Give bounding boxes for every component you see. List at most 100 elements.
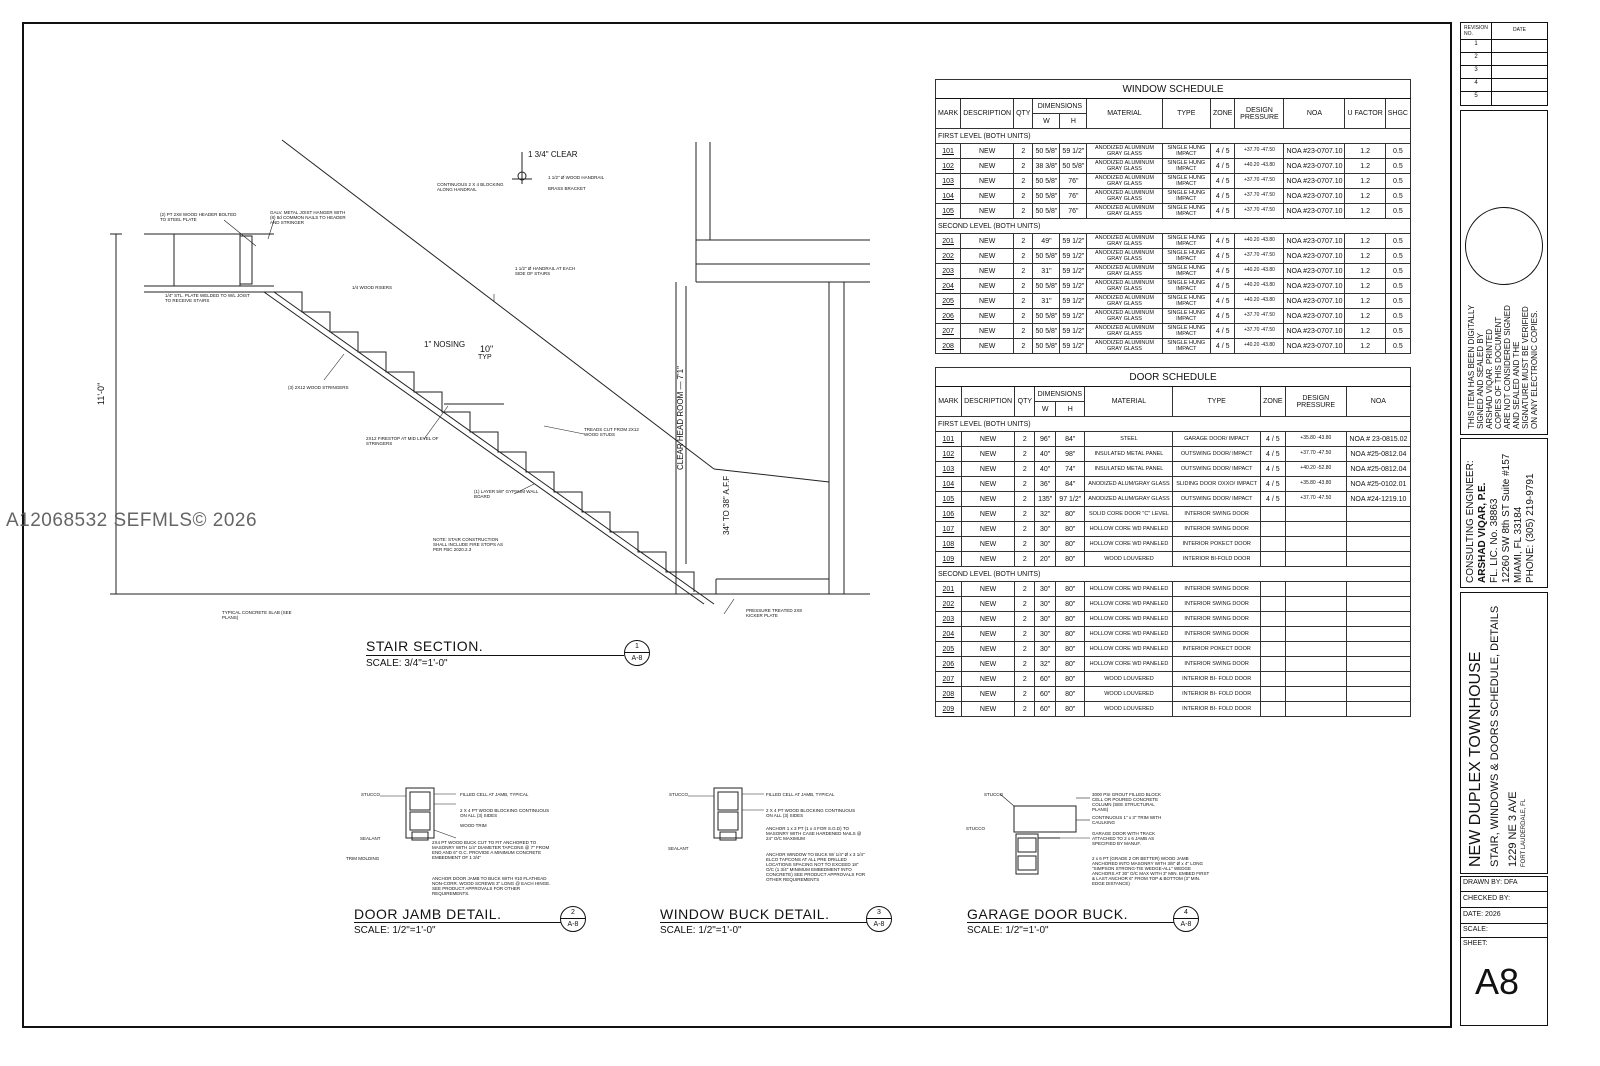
cell-mark: 202 <box>935 596 962 612</box>
cell-desc: NEW <box>960 248 1015 264</box>
col-header: DIMENSIONS <box>1032 98 1088 114</box>
tread-dimension: 10" <box>480 344 494 354</box>
cell-w: 36" <box>1034 476 1057 492</box>
cell-type: OUTSWING DOOR/ IMPACT <box>1172 491 1261 507</box>
col-header: SHGC <box>1384 98 1412 129</box>
cell-dp: +35.80 -43.80 <box>1284 431 1347 447</box>
cell-noa: NOA #23-0707.10 <box>1283 188 1346 204</box>
col-header: DESIGN PRESSURE <box>1234 98 1285 129</box>
cell-w: 20" <box>1034 551 1057 567</box>
cell-type: SINGLE HUNG IMPACT <box>1161 173 1211 189</box>
cell-dp: +40.20 -43.80 <box>1234 293 1285 309</box>
cell-h: 80" <box>1055 536 1086 552</box>
stair-note: PRESSURE TREATED 2X8 KICKER PLATE <box>746 608 802 618</box>
cell-type: INTERIOR SWING DOOR <box>1172 611 1261 627</box>
cell-mat: HOLLOW CORE WD PANELED <box>1084 656 1174 672</box>
nosing-label: 1" NOSING <box>424 340 466 349</box>
cell-noa <box>1345 611 1412 627</box>
cell-noa: NOA #25-0812.04 <box>1345 446 1412 462</box>
cell-qty: 2 <box>1014 641 1036 657</box>
cell-desc: NEW <box>960 611 1016 627</box>
cell-mat: HOLLOW CORE WD PANELED <box>1084 581 1174 597</box>
revision-row-divider <box>1461 78 1547 79</box>
cell-w: 32" <box>1034 656 1057 672</box>
cell-qty: 2 <box>1013 308 1034 324</box>
level-heading: FIRST LEVEL (BOTH UNITS) <box>935 128 1411 144</box>
cell-mat: ANODIZED ALUMINUM GRAY GLASS <box>1086 278 1163 294</box>
cell-shgc: 0.5 <box>1384 308 1412 324</box>
cell-type: SINGLE HUNG IMPACT <box>1161 233 1211 249</box>
detail-note: ANCHOR 1 x 3 PT (1 x 4 FOR S.G.D) TO MAS… <box>766 826 862 841</box>
cell-h: 50 5/8" <box>1059 158 1088 174</box>
cell-mark: 107 <box>935 521 962 537</box>
cell-h: 59 1/2" <box>1059 248 1088 264</box>
col-header: DIMENSIONS <box>1034 386 1086 402</box>
cell-h: 80" <box>1055 521 1086 537</box>
detail-note: 2X4 PT WOOD BUCK CUT TO FIT ANCHORED TO … <box>432 840 550 860</box>
cell-w: 30" <box>1034 641 1057 657</box>
cell-dp <box>1284 701 1347 717</box>
cell-type: INTERIOR SWING DOOR <box>1172 626 1261 642</box>
detail-note: GARAGE DOOR WITH TRACK ATTACHED TO 2 x 6… <box>1092 831 1156 846</box>
cell-type: INTERIOR SWING DOOR <box>1172 581 1261 597</box>
cell-mark: 203 <box>935 611 962 627</box>
cell-zone <box>1259 686 1286 702</box>
cell-mark: 104 <box>934 188 962 204</box>
mls-watermark: A12068532 SEFMLS© 2026 <box>6 510 258 531</box>
sheet-number: A8 <box>1475 961 1520 1002</box>
cell-zone: 4 / 5 <box>1209 308 1236 324</box>
cell-mark: 209 <box>935 701 962 717</box>
cell-h: 84" <box>1055 431 1086 447</box>
cell-zone: 4 / 5 <box>1259 431 1286 447</box>
cell-dp <box>1284 581 1347 597</box>
cell-mark: 105 <box>935 491 962 507</box>
cell-h: 80" <box>1055 596 1086 612</box>
cell-desc: NEW <box>960 158 1015 174</box>
col-header: MATERIAL <box>1086 98 1163 129</box>
revision-no-label: REVISION NO. <box>1464 25 1488 37</box>
stair-note: (1) LAYER 5/8" GYPSUM WALL BOARD <box>474 489 539 499</box>
col-header: U FACTOR <box>1344 98 1386 129</box>
cell-h: 80" <box>1055 671 1086 687</box>
revision-divider <box>1491 23 1492 105</box>
cell-zone <box>1259 671 1286 687</box>
door-jamb-detail-scale: SCALE: 1/2"=1'-0" <box>354 925 436 936</box>
cell-noa: NOA #23-0707.10 <box>1283 308 1346 324</box>
cell-noa <box>1345 686 1412 702</box>
cell-u: 1.2 <box>1344 323 1386 339</box>
seal-text: THIS ITEM HAS BEEN DIGITALLY SIGNED AND … <box>1467 304 1539 429</box>
cell-dp: +37.70 -47.50 <box>1284 491 1347 507</box>
cell-noa: NOA #23-0707.10 <box>1283 338 1346 354</box>
revision-triangle: 4 <box>1474 80 1478 86</box>
window-buck-detail-title: WINDOW BUCK DETAIL. <box>660 906 830 922</box>
cell-w: 38 3/8" <box>1032 158 1061 174</box>
cell-noa <box>1345 596 1412 612</box>
cell-w: 50 5/8" <box>1032 278 1061 294</box>
cell-h: 80" <box>1055 656 1086 672</box>
cell-mat: HOLLOW CORE WD PANELED <box>1084 536 1174 552</box>
cell-qty: 2 <box>1013 278 1034 294</box>
detail-note: FILLED CELL AT JAMB, TYPICAL <box>766 792 835 797</box>
cell-desc: NEW <box>960 476 1016 492</box>
cell-h: 76" <box>1059 203 1088 219</box>
cell-h: 59 1/2" <box>1059 233 1088 249</box>
cell-dp: +40.20 -43.80 <box>1234 233 1285 249</box>
cell-noa <box>1345 536 1412 552</box>
cell-type: INTERIOR SWING DOOR <box>1172 596 1261 612</box>
cell-qty: 2 <box>1013 188 1034 204</box>
cell-noa: NOA #23-0707.10 <box>1283 293 1346 309</box>
cell-qty: 2 <box>1014 626 1036 642</box>
cell-h: 80" <box>1055 626 1086 642</box>
cell-type: SINGLE HUNG IMPACT <box>1161 308 1211 324</box>
cell-w: 60" <box>1034 701 1057 717</box>
cell-h: 98" <box>1055 446 1086 462</box>
cell-type: SLIDING DOOR OXXO/ IMPACT <box>1172 476 1261 492</box>
cell-h: 59 1/2" <box>1059 338 1088 354</box>
garage-door-buck-title: GARAGE DOOR BUCK. <box>967 906 1128 922</box>
